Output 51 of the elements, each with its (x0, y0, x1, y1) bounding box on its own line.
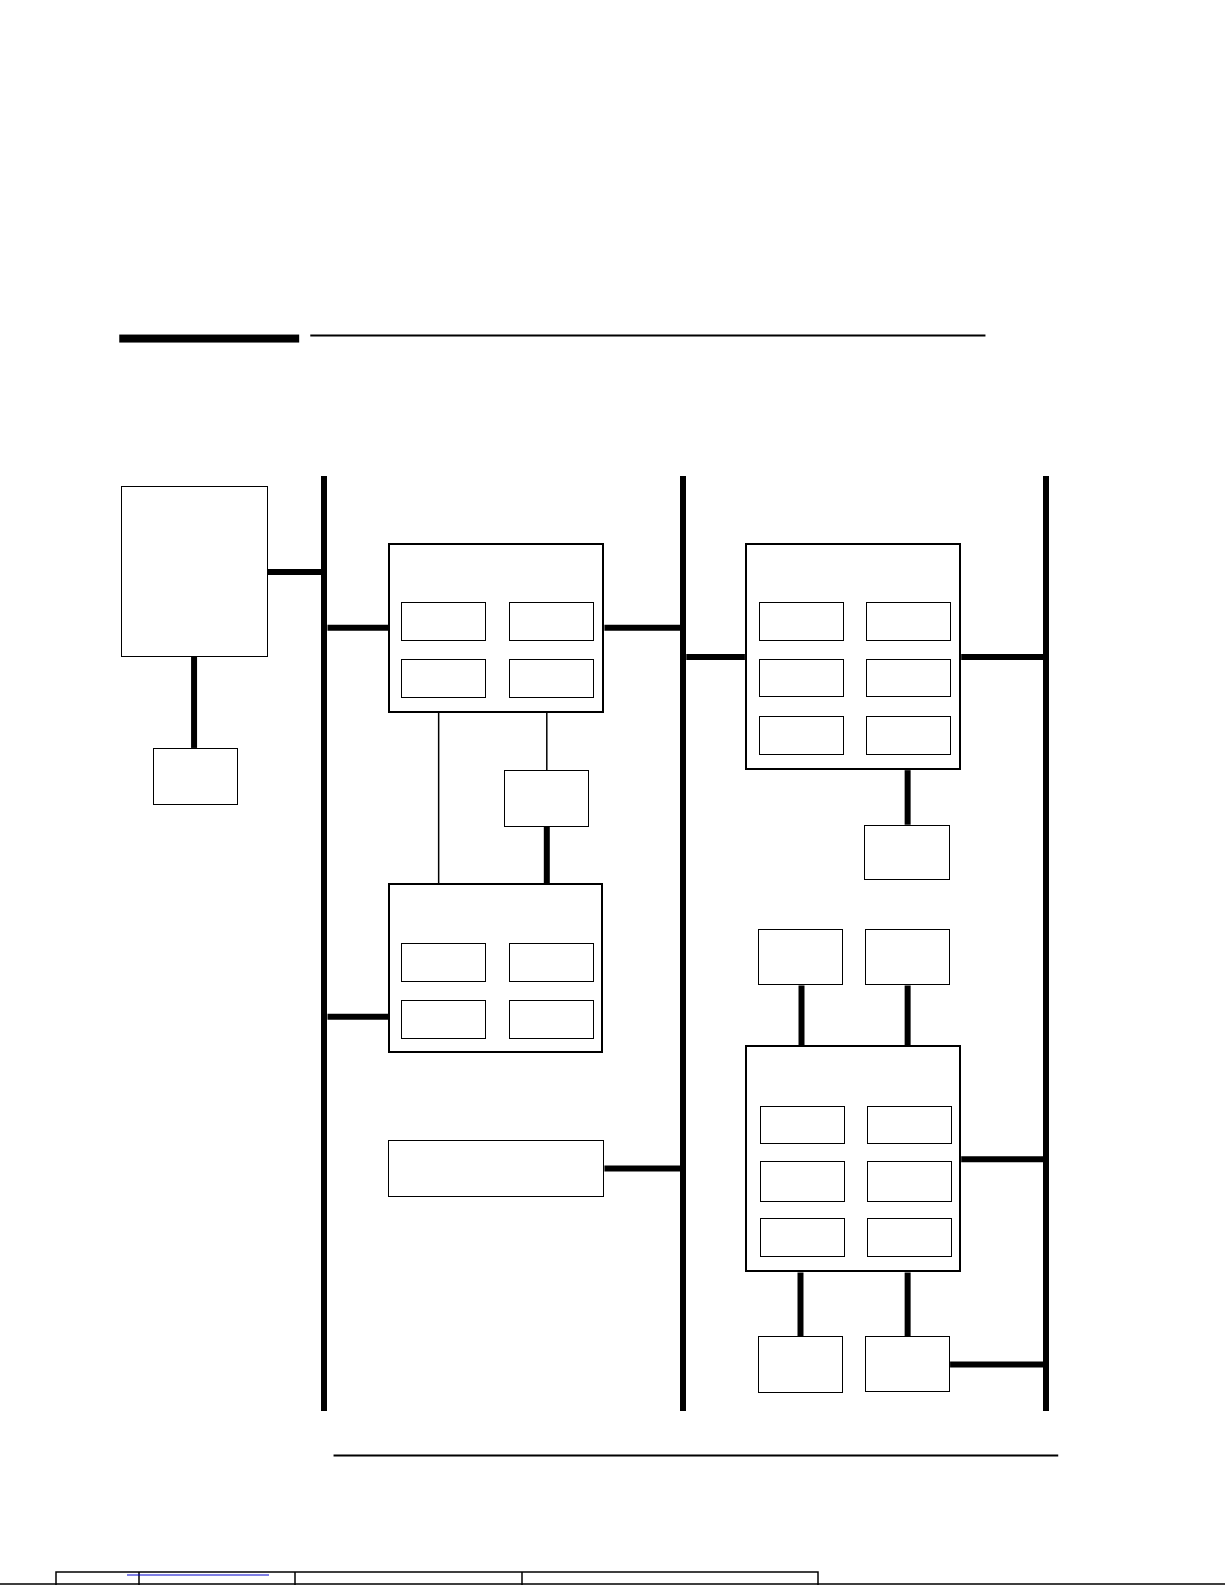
connector-line (950, 1361, 1044, 1368)
connector-line (904, 1272, 911, 1337)
module-slot (866, 602, 952, 641)
module-slot (760, 1105, 845, 1145)
module-slot (509, 999, 595, 1039)
device-frame (121, 486, 268, 657)
connector-line (798, 985, 805, 1046)
module-slot (759, 602, 844, 641)
module-slot (401, 658, 487, 699)
module-slot (401, 999, 487, 1039)
unit-frame (388, 883, 604, 1054)
connector-line (546, 711, 548, 771)
module-slot (760, 1161, 845, 1202)
module-slot (866, 658, 952, 698)
device-frame (865, 1336, 951, 1392)
module-slot (760, 1217, 845, 1258)
module-slot (867, 1161, 953, 1202)
unit-frame (388, 542, 605, 713)
connector-line (961, 653, 1044, 660)
module-slot (401, 942, 487, 983)
connector-line (904, 985, 911, 1046)
connector-line (961, 1156, 1044, 1163)
device-frame (864, 824, 951, 881)
connector-line (327, 624, 389, 631)
device-frame (504, 770, 590, 827)
unit-frame (744, 542, 962, 771)
module-slot (509, 602, 595, 641)
device-frame (758, 928, 843, 986)
module-slot (867, 1217, 953, 1258)
module-slot (759, 715, 844, 755)
unit-frame (744, 1045, 962, 1273)
connector-line (267, 569, 322, 576)
device-frame (388, 1140, 605, 1197)
connector-line (904, 770, 911, 825)
device-frame (865, 928, 951, 986)
module-slot (867, 1105, 953, 1145)
module-slot (509, 942, 595, 983)
device-frame (758, 1336, 843, 1393)
module-slot (401, 602, 487, 641)
connector-line (327, 1013, 389, 1020)
module-slot (509, 658, 595, 699)
connector-line (686, 653, 745, 660)
connector-line (437, 711, 440, 885)
module-slot (866, 715, 952, 755)
device-frame (152, 747, 238, 805)
connector-line (543, 826, 550, 884)
module-slot (759, 658, 844, 698)
connector-line (797, 1272, 804, 1337)
connector-line (604, 624, 681, 631)
connector-line (604, 1165, 681, 1172)
connector-line (191, 656, 198, 748)
